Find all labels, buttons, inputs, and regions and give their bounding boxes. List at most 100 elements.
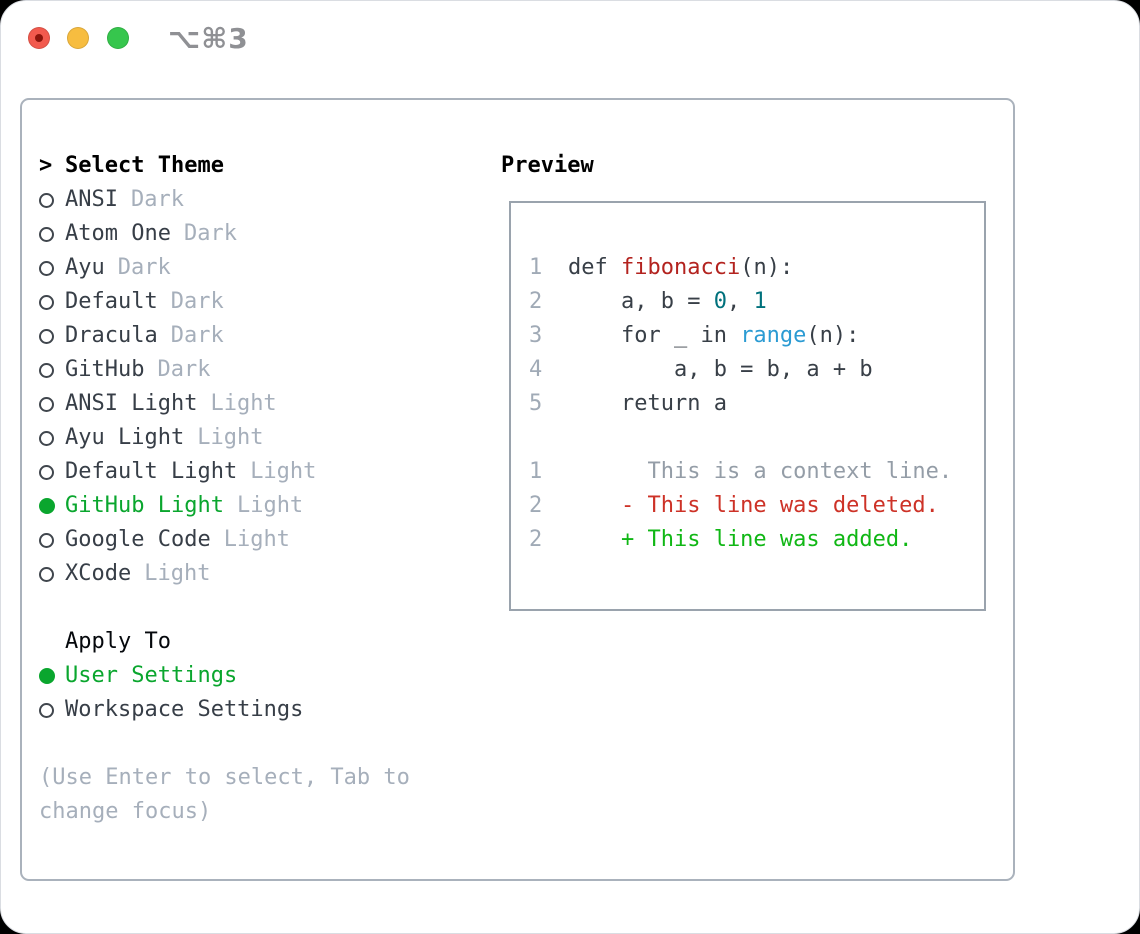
apply-to-option[interactable]: User Settings — [39, 659, 489, 693]
radio-icon — [39, 294, 54, 310]
theme-option[interactable]: Dracula Dark — [39, 319, 489, 353]
spacer — [39, 591, 489, 625]
option-label: Workspace Settings — [65, 697, 304, 722]
code-token: This is a context line. — [568, 459, 953, 484]
unsaved-changes-dot — [35, 34, 43, 42]
radio-icon — [39, 362, 54, 378]
code-token: for _ in — [568, 323, 741, 348]
hint-text-line2: change focus) — [39, 799, 212, 824]
spacer — [39, 727, 489, 761]
code-line: 3 for _ in range(n): — [529, 319, 984, 353]
theme-variant-label: Dark — [117, 255, 171, 280]
radio-icon — [39, 464, 54, 480]
line-number: 4 — [529, 357, 543, 382]
code-token: , — [726, 289, 754, 314]
minimize-button[interactable] — [67, 27, 89, 49]
radio-icon — [39, 226, 54, 242]
code-line: 2 - This line was deleted. — [529, 489, 984, 523]
code-token: + This line was added. — [568, 527, 913, 552]
marker — [39, 328, 65, 344]
code-line: 4 a, b = b, a + b — [529, 353, 984, 387]
theme-variant-label: Light — [197, 425, 264, 450]
radio-icon — [39, 328, 54, 344]
option-label: User Settings — [65, 663, 238, 688]
radio-icon — [39, 532, 54, 548]
apply-to-option[interactable]: Workspace Settings — [39, 693, 489, 727]
code-line: 5 return a — [529, 387, 984, 421]
marker — [39, 430, 65, 446]
line-number: 2 — [529, 289, 543, 314]
theme-option[interactable]: GitHub Light Light — [39, 489, 489, 523]
code-token: range — [740, 323, 807, 348]
radio-selected-icon — [39, 668, 55, 684]
radio-icon — [39, 396, 54, 412]
theme-variant-label: Dark — [183, 221, 237, 246]
marker — [39, 294, 65, 310]
theme-option[interactable]: Ayu Dark — [39, 251, 489, 285]
marker — [39, 362, 65, 378]
line-number: 1 — [529, 255, 543, 280]
theme-variant-label: Light — [236, 493, 304, 518]
theme-variant-label: Dark — [157, 357, 211, 382]
theme-variant-label: Dark — [130, 187, 184, 212]
theme-option[interactable]: Google Code Light — [39, 523, 489, 557]
marker — [39, 702, 65, 718]
preview-title: Preview — [501, 153, 594, 178]
option-label: Google Code — [65, 527, 211, 552]
line-number: 1 — [529, 459, 543, 484]
prompt-arrow-icon: > — [39, 153, 53, 178]
apply-to-title: Apply To — [65, 629, 171, 654]
option-label: XCode — [65, 561, 132, 586]
close-button[interactable] — [28, 27, 50, 49]
theme-option[interactable]: GitHub Dark — [39, 353, 489, 387]
option-label: Ayu Light — [65, 425, 185, 450]
theme-variant-label: Light — [250, 459, 317, 484]
option-label: GitHub — [65, 357, 145, 382]
radio-icon — [39, 192, 54, 208]
marker — [39, 226, 65, 242]
code-line: 2 a, b = 0, 1 — [529, 285, 984, 319]
code-token: 1 — [753, 289, 767, 314]
select-theme-title: Select Theme — [65, 153, 224, 178]
line-number: 5 — [529, 391, 543, 416]
code-token: a, b = b, a + b — [568, 357, 873, 382]
marker — [39, 192, 65, 208]
option-label: ANSI Light — [65, 391, 198, 416]
line-number: 2 — [529, 527, 543, 552]
marker — [39, 396, 65, 412]
marker — [39, 566, 65, 582]
theme-variant-label: Light — [144, 561, 211, 586]
code-token: (n): — [740, 255, 794, 280]
radio-icon — [39, 260, 54, 276]
code-token: return a — [568, 391, 727, 416]
option-label: Atom One — [65, 221, 171, 246]
option-label: GitHub Light — [65, 493, 224, 518]
theme-variant-label: Dark — [170, 323, 224, 348]
theme-option[interactable]: Ayu Light Light — [39, 421, 489, 455]
line-number — [529, 421, 555, 455]
theme-variant-label: Light — [223, 527, 290, 552]
maximize-button[interactable] — [107, 27, 129, 49]
option-label: Dracula — [65, 323, 158, 348]
line-number: 3 — [529, 323, 543, 348]
code-token: - This line was deleted. — [568, 493, 939, 518]
radio-selected-icon — [39, 498, 55, 514]
marker — [39, 668, 65, 684]
code-token: fibonacci — [620, 255, 741, 280]
theme-option[interactable]: XCode Light — [39, 557, 489, 591]
theme-option[interactable]: Atom One Dark — [39, 217, 489, 251]
window-title: ⌥⌘3 — [168, 22, 249, 55]
option-label: Ayu — [65, 255, 105, 280]
marker — [39, 532, 65, 548]
code-line: 1 This is a context line. — [529, 455, 984, 489]
